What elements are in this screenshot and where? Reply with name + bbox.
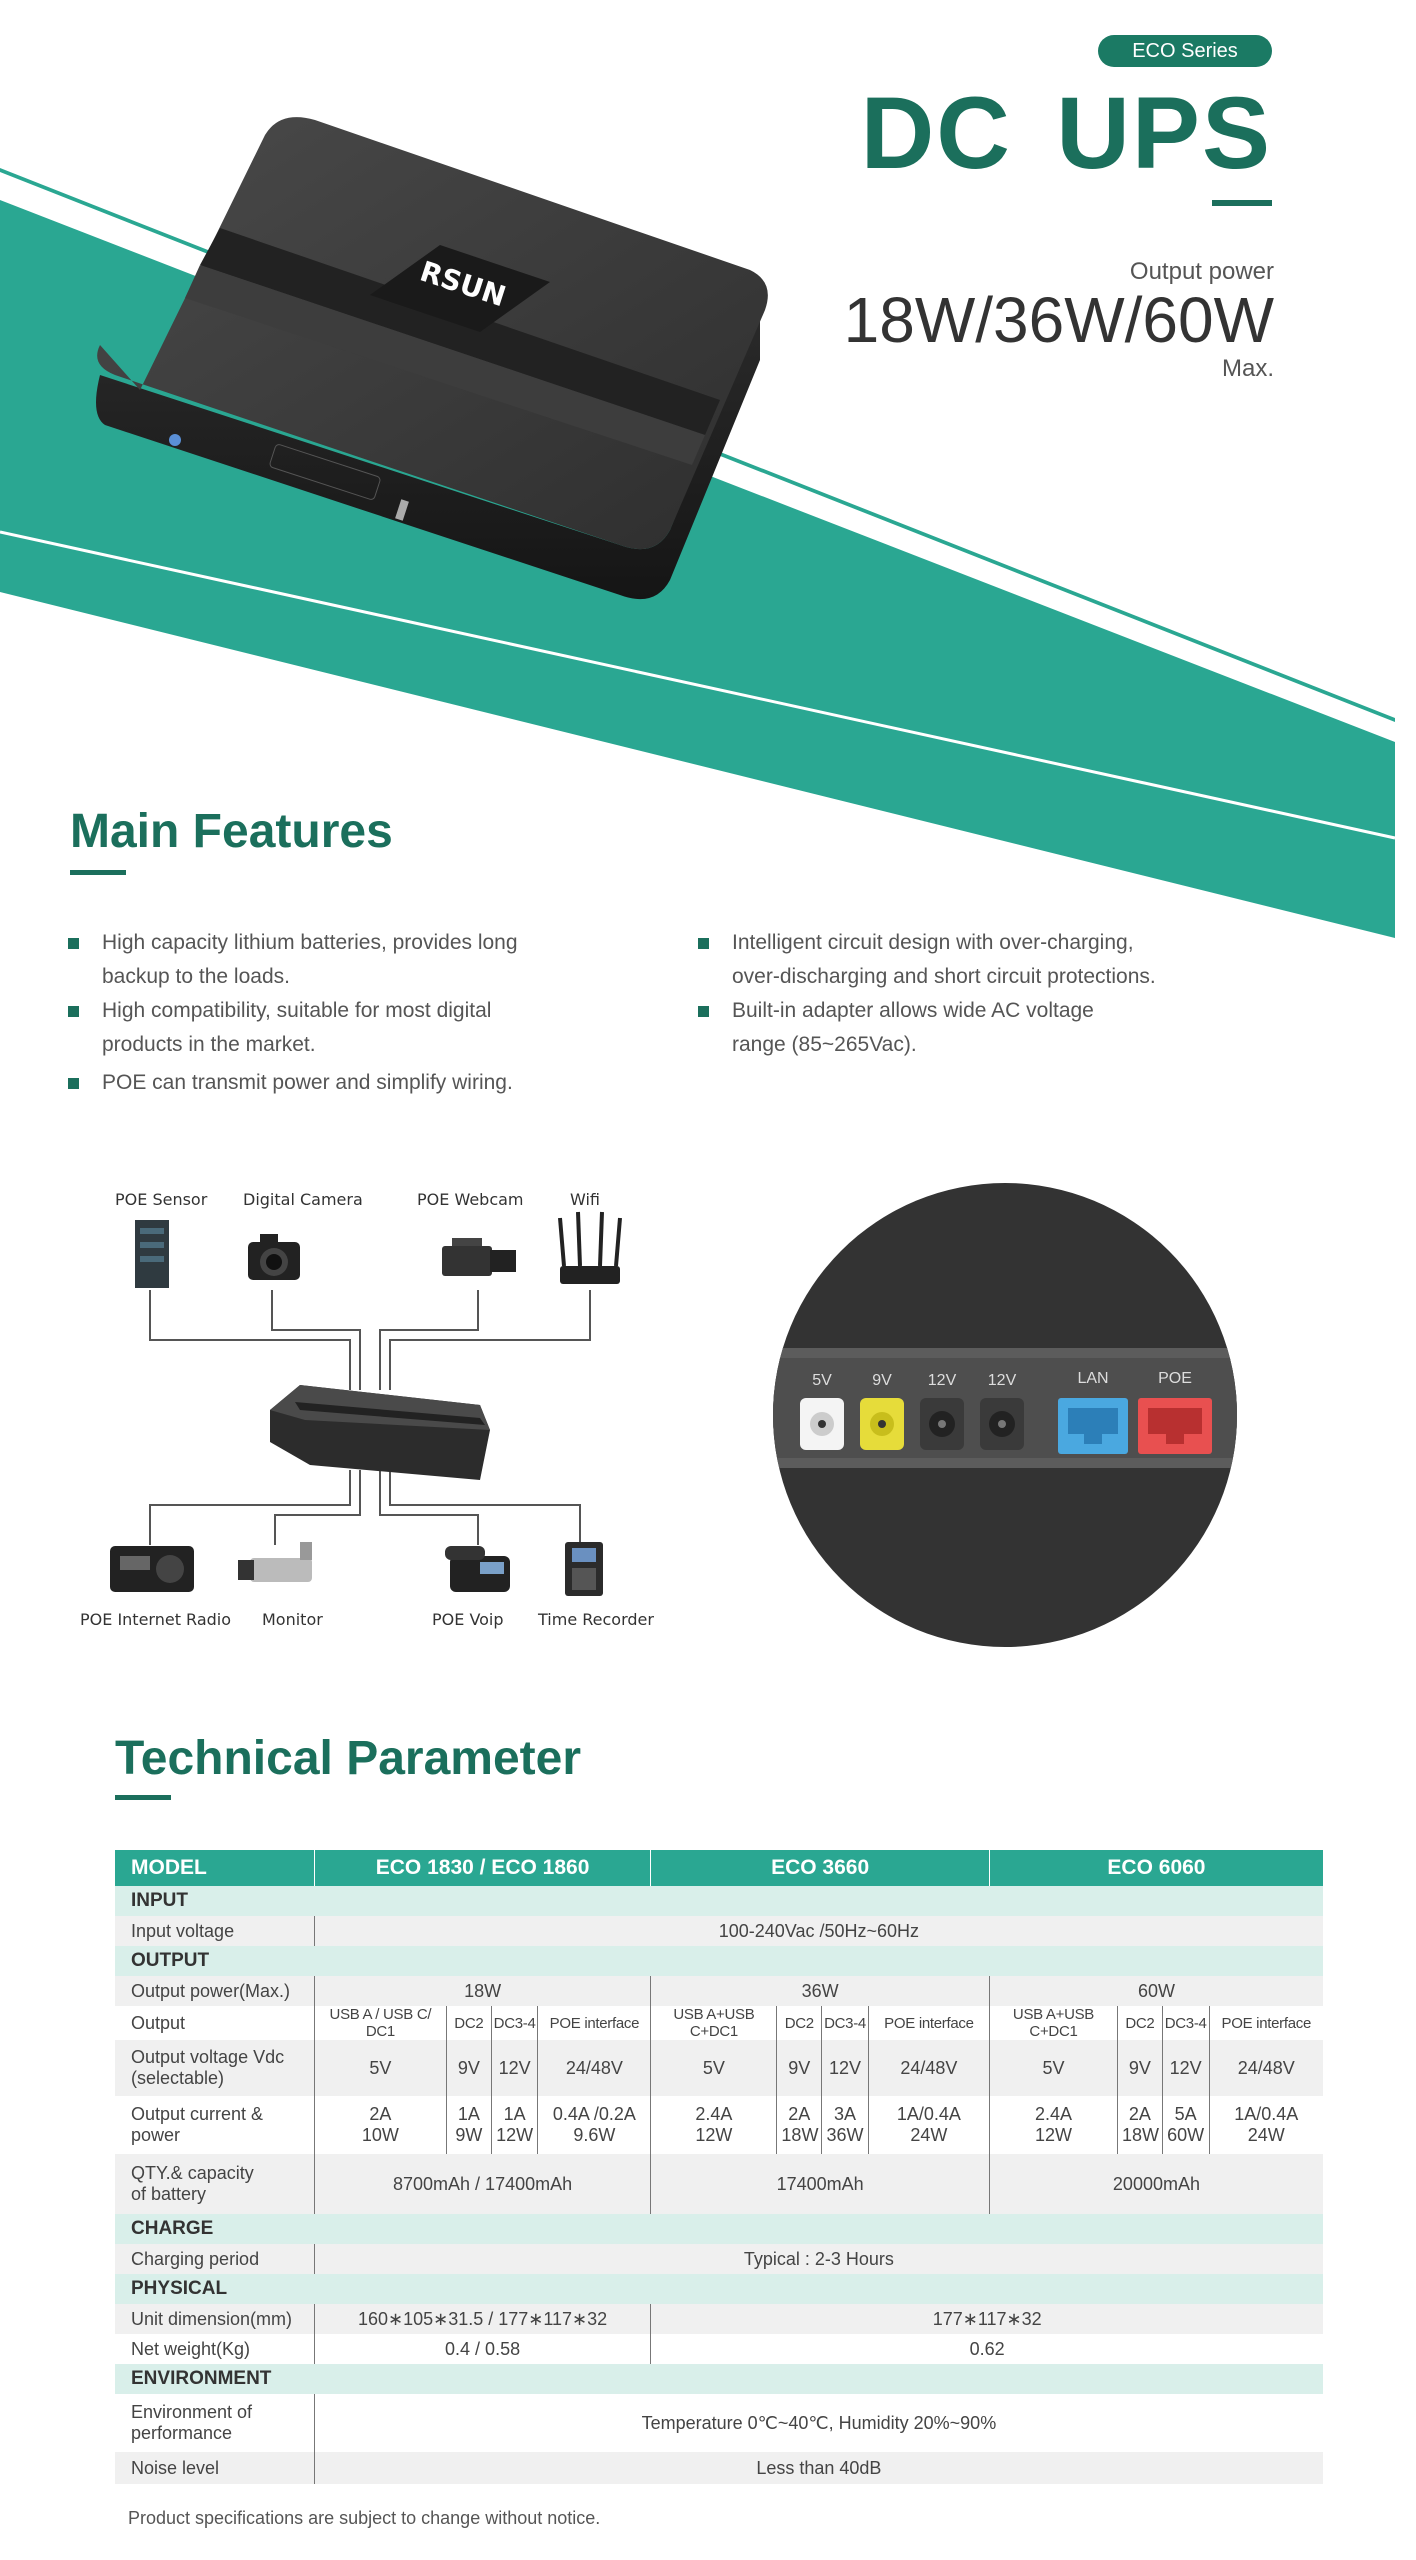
table-row: Charging period Typical : 2-3 Hours — [115, 2244, 1323, 2274]
feature-item: High compatibility, suitable for most di… — [68, 994, 588, 1062]
header-eco3660: ECO 3660 — [650, 1850, 990, 1886]
time-recorder-icon — [565, 1542, 603, 1596]
center-ups-icon — [270, 1385, 490, 1480]
table-header-row: MODEL ECO 1830 / ECO 1860 ECO 3660 ECO 6… — [115, 1850, 1323, 1886]
header-model: MODEL — [115, 1850, 315, 1886]
row-label: Noise level — [115, 2452, 315, 2484]
table-row: Unit dimension(mm) 160∗105∗31.5 / 177∗11… — [115, 2304, 1323, 2334]
poe-sensor-icon — [135, 1220, 169, 1288]
footnote: Product specifications are subject to ch… — [128, 2508, 601, 2528]
poe-webcam-icon — [442, 1238, 516, 1276]
bullet-icon — [698, 1006, 709, 1017]
row-label: Output current &power — [115, 2096, 315, 2154]
wifi-router-icon — [558, 1211, 622, 1284]
table-row: Noise level Less than 40dB — [115, 2452, 1323, 2484]
row-label: Input voltage — [115, 1916, 315, 1946]
port-5v — [800, 1398, 844, 1450]
label-wifi: Wifi — [570, 1190, 600, 1209]
feature-item: Intelligent circuit design with over-cha… — [698, 926, 1298, 994]
bullet-icon — [68, 938, 79, 949]
feature-item: Built-in adapter allows wide AC voltage … — [698, 994, 1298, 1062]
spec-table: MODEL ECO 1830 / ECO 1860 ECO 3660 ECO 6… — [115, 1850, 1323, 2484]
port-label-12v-a: 12V — [928, 1372, 957, 1389]
output-power-value: 18W/36W/60W — [843, 284, 1274, 356]
port-label-poe: POE — [1158, 1370, 1192, 1387]
row-label: Unit dimension(mm) — [115, 2304, 315, 2334]
port-12v-a — [920, 1398, 964, 1450]
feature-item: POE can transmit power and simplify wiri… — [68, 1066, 588, 1100]
feature-item: High capacity lithium batteries, provide… — [68, 926, 588, 994]
ports-closeup: 5V 9V 12V 12V LAN POE — [773, 1183, 1237, 1647]
port-9v — [860, 1398, 904, 1450]
section-physical: PHYSICAL — [115, 2274, 1323, 2304]
label-time-recorder: Time Recorder — [538, 1610, 654, 1629]
page-title: DC UPS — [860, 76, 1272, 190]
tech-title-underline — [115, 1795, 171, 1800]
bullet-icon — [68, 1078, 79, 1089]
logo-plate — [370, 245, 550, 332]
connection-diagram: POE Sensor Digital Camera POE Webcam Wif… — [60, 1180, 680, 1650]
bullet-icon — [68, 1006, 79, 1017]
port-poe — [1138, 1398, 1212, 1454]
bullet-icon — [698, 938, 709, 949]
port-12v-b — [980, 1398, 1024, 1450]
series-badge: ECO Series — [1098, 35, 1272, 67]
port-label-lan: LAN — [1077, 1370, 1108, 1387]
table-row: Output voltage Vdc(selectable) 5V 9V 12V… — [115, 2040, 1323, 2096]
label-poe-webcam: POE Webcam — [417, 1190, 524, 1209]
features-title: Main Features — [70, 805, 393, 858]
port-lan — [1058, 1398, 1128, 1454]
output-power-label: Output power — [1129, 258, 1274, 285]
features-title-underline — [70, 870, 126, 875]
section-environment: ENVIRONMENT — [115, 2364, 1323, 2394]
row-label: Charging period — [115, 2244, 315, 2274]
port-label-5v: 5V — [812, 1372, 832, 1389]
title-underline — [1212, 200, 1272, 206]
ups-device-image: RSUN — [96, 117, 768, 600]
row-label: Output — [115, 2006, 315, 2040]
row-label: Net weight(Kg) — [115, 2334, 315, 2364]
table-row: Input voltage 100-240Vac /50Hz~60Hz — [115, 1916, 1323, 1946]
label-digital-camera: Digital Camera — [243, 1190, 363, 1209]
row-label: Output power(Max.) — [115, 1976, 315, 2006]
label-poe-internet-radio: POE Internet Radio — [80, 1610, 232, 1629]
output-power-max: Max. — [1221, 355, 1274, 382]
table-row: Net weight(Kg) 0.4 / 0.58 0.62 — [115, 2334, 1323, 2364]
digital-camera-icon — [248, 1234, 300, 1280]
tech-title: Technical Parameter — [115, 1732, 582, 1785]
label-poe-voip: POE Voip — [432, 1610, 504, 1629]
poe-internet-radio-icon — [110, 1546, 194, 1592]
power-led — [169, 434, 181, 446]
header-eco6060: ECO 6060 — [988, 1850, 1323, 1886]
section-charge: CHARGE — [115, 2214, 1323, 2244]
features-right-list: Intelligent circuit design with over-cha… — [698, 926, 1298, 1062]
diagram-lines — [110, 1211, 622, 1596]
port-label-12v-b: 12V — [988, 1372, 1017, 1389]
label-poe-sensor: POE Sensor — [115, 1190, 208, 1209]
monitor-camera-icon — [238, 1542, 312, 1582]
table-row: Output power(Max.) 18W 36W 60W — [115, 1976, 1323, 2006]
section-output: OUTPUT — [115, 1946, 1323, 1976]
table-row: Output USB A / USB C/ DC1 DC2 DC3-4 POE … — [115, 2006, 1323, 2040]
poe-voip-icon — [445, 1546, 510, 1592]
label-monitor: Monitor — [262, 1610, 323, 1629]
port-label-9v: 9V — [872, 1372, 892, 1389]
header-eco1830: ECO 1830 / ECO 1860 — [313, 1850, 651, 1886]
section-input: INPUT — [115, 1886, 1323, 1916]
features-left-list: High capacity lithium batteries, provide… — [68, 926, 588, 1100]
row-label: Output voltage Vdc(selectable) — [115, 2040, 315, 2096]
